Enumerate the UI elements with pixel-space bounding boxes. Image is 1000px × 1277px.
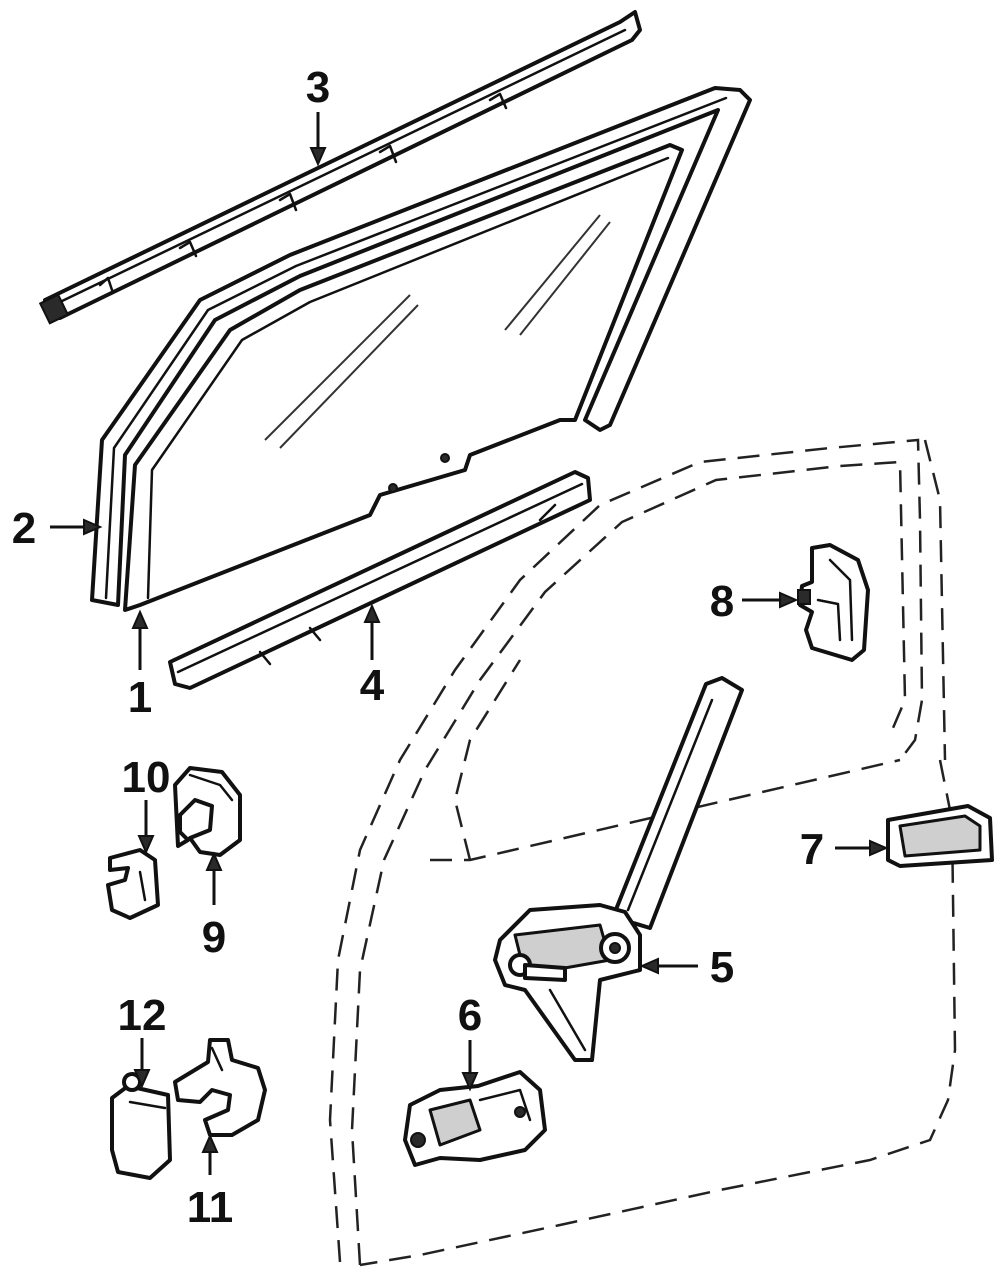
callout-12: 12 <box>118 991 167 1040</box>
callout-7: 7 <box>800 825 824 874</box>
lower-door-hinge <box>173 1038 267 1137</box>
callout-6: 6 <box>458 991 482 1040</box>
door-shell-outline <box>328 438 957 1267</box>
callout-labels: 1 2 3 4 5 6 7 8 9 10 11 12 <box>12 63 824 1232</box>
callout-2: 2 <box>12 504 36 553</box>
callout-1: 1 <box>128 673 152 722</box>
regulator-motor <box>403 1070 547 1167</box>
outer-belt-weatherstrip <box>38 10 642 325</box>
glass-run-channel <box>90 86 752 607</box>
window-regulator <box>493 676 744 1062</box>
door-pull-handle <box>886 804 994 868</box>
callout-3: 3 <box>306 63 330 112</box>
callout-8: 8 <box>710 577 734 626</box>
callout-10: 10 <box>122 753 171 802</box>
lower-hinge-pin <box>110 1072 172 1180</box>
window-glass <box>123 143 684 612</box>
callout-11: 11 <box>187 1183 234 1232</box>
door-lock-actuator <box>797 543 870 662</box>
callout-5: 5 <box>710 943 734 992</box>
leader-lines <box>50 112 889 1175</box>
upper-hinge-pin <box>106 848 160 920</box>
callout-4: 4 <box>360 661 385 710</box>
callout-9: 9 <box>202 913 226 962</box>
upper-door-hinge <box>173 766 242 857</box>
inner-belt-weatherstrip <box>168 470 592 690</box>
